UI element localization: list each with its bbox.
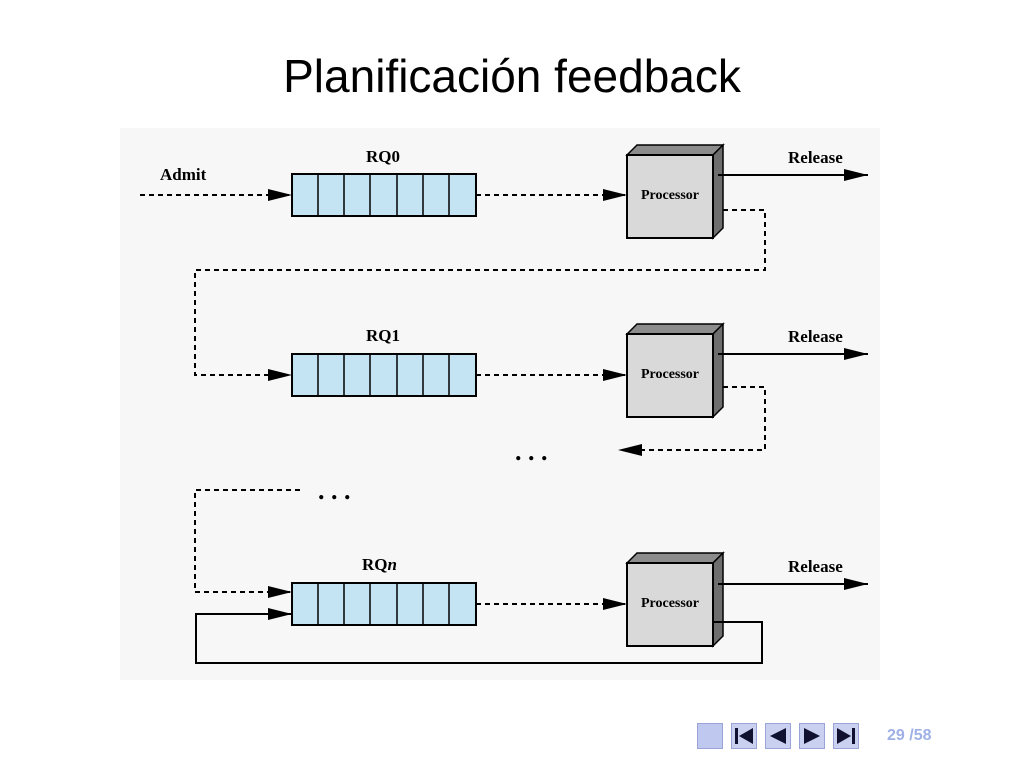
processor-label-n: Processor: [641, 596, 699, 611]
release-label-n: Release: [788, 557, 843, 576]
feedback-path-n: [195, 608, 763, 664]
queue-label-rqn: RQn: [362, 555, 397, 574]
processor-label-0: Processor: [641, 188, 699, 203]
previous-page-icon[interactable]: [765, 722, 791, 749]
release-label-1: Release: [788, 327, 843, 346]
total-pages: 58: [913, 726, 932, 744]
page-number: 29 /58: [887, 727, 931, 745]
square-icon[interactable]: [697, 722, 723, 749]
next-page-icon[interactable]: [799, 722, 825, 749]
feedback-path-0: [194, 209, 766, 381]
queue-rqn: RQn: [291, 555, 477, 626]
processor-label-1: Processor: [641, 367, 699, 382]
processor-0: Processor: [625, 143, 725, 240]
ellipsis-right: . . .: [515, 437, 548, 466]
first-page-icon[interactable]: [731, 722, 757, 749]
current-page: 29: [887, 726, 905, 744]
processor-1: Processor: [625, 322, 725, 419]
feedback-path-middle: [194, 489, 300, 598]
ellipsis-left: . . .: [318, 476, 351, 505]
queue-label-rq0: RQ0: [366, 147, 400, 166]
processor-n: Processor: [625, 551, 725, 648]
feedback-path-1: [618, 386, 766, 456]
queue-label-rq1: RQ1: [366, 326, 400, 345]
last-page-icon[interactable]: [833, 722, 859, 749]
release-label-0: Release: [788, 148, 843, 167]
slide-navigation: 29 /58: [697, 722, 931, 749]
admit-label: Admit: [160, 165, 207, 184]
diagram-background: [120, 128, 880, 680]
queue-rq1: RQ1: [291, 326, 477, 397]
slide-title: Planificación feedback: [283, 50, 741, 102]
queue-rq0: RQ0: [291, 147, 477, 217]
page-separator: /: [904, 726, 914, 744]
